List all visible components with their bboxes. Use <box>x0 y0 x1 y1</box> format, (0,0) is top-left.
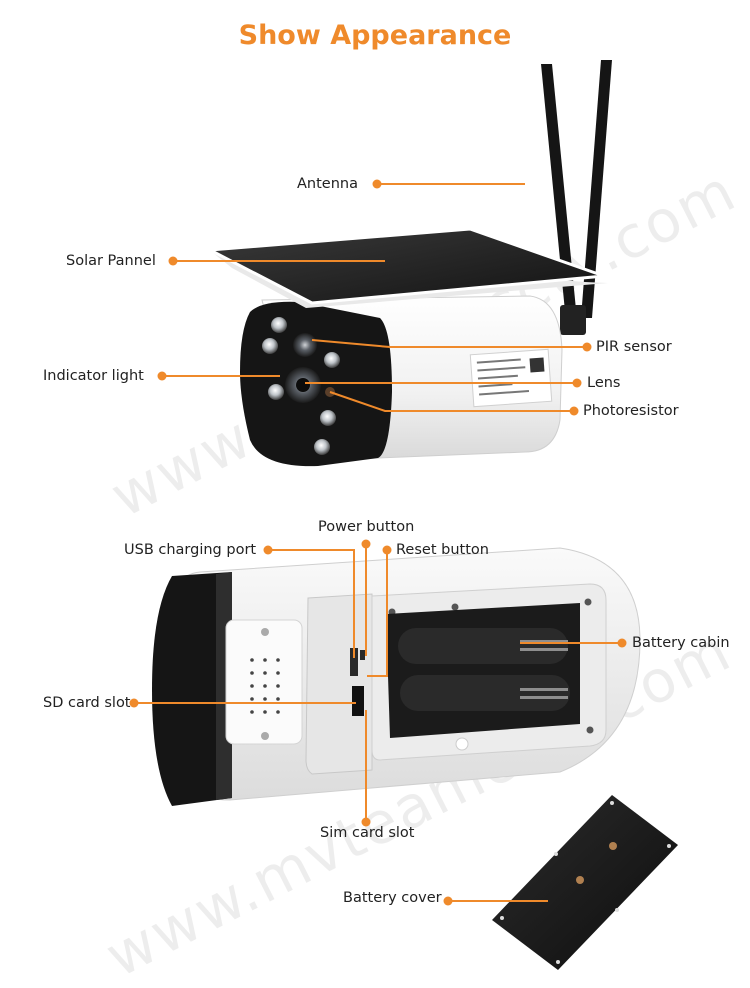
label-solar-panel: Solar Pannel <box>66 253 156 269</box>
label-photoresistor: Photoresistor <box>583 403 679 419</box>
label-power-button: Power button <box>318 519 415 535</box>
label-antenna: Antenna <box>297 176 358 192</box>
leader-pir-sensor <box>311 339 587 348</box>
label-sd-card-slot: SD card slot <box>43 695 131 711</box>
leader-dots <box>129 179 627 906</box>
leader-reset <box>367 550 388 677</box>
label-sim-card-slot: Sim card slot <box>320 825 415 841</box>
label-reset-button: Reset button <box>396 542 489 558</box>
label-lens: Lens <box>587 375 621 391</box>
leader-photoresistor <box>329 391 574 412</box>
antennas <box>541 60 612 335</box>
leader-lines <box>134 183 622 902</box>
front-camera <box>204 60 612 467</box>
label-usb-charging-port: USB charging port <box>124 542 257 558</box>
label-pir-sensor: PIR sensor <box>596 339 672 355</box>
label-indicator-light: Indicator light <box>43 368 144 384</box>
label-battery-cabin: Battery cabin <box>632 635 730 651</box>
rear-camera <box>152 547 641 806</box>
battery-cover <box>492 795 678 970</box>
leader-usb <box>268 549 355 658</box>
page-title: Show Appearance <box>238 20 512 51</box>
label-battery-cover: Battery cover <box>343 890 442 906</box>
